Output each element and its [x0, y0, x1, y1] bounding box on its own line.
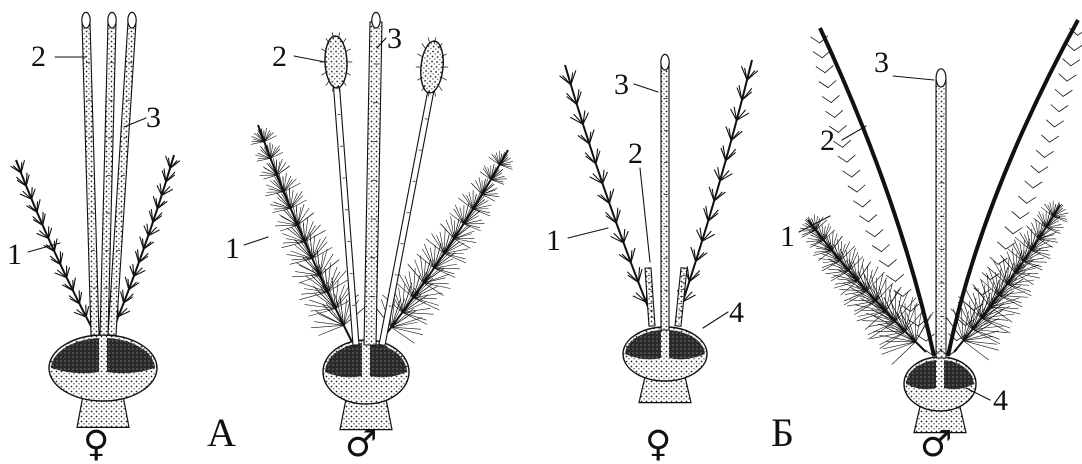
- callout-3-a-female: 3: [146, 101, 161, 134]
- male-symbol-b: ♂: [920, 424, 952, 464]
- antenna-right-a-male: [373, 150, 513, 343]
- palp-right-a-male: [379, 38, 448, 346]
- compound-eye-left: [625, 330, 661, 359]
- compound-eye-right: [107, 338, 155, 373]
- panel-b-male: [799, 20, 1082, 433]
- callout-4-b-female: 4: [729, 296, 744, 329]
- male-symbol-a: ♂: [345, 424, 377, 464]
- callout-2-b-male: 2: [820, 124, 835, 157]
- callout-1-b-female: 1: [546, 224, 561, 257]
- compound-eye-right: [944, 360, 974, 389]
- leader-2-b-male: [842, 126, 866, 140]
- leader-3-b-female: [634, 84, 658, 92]
- callout-3-b-female: 3: [614, 68, 629, 101]
- panel-a-male: [244, 12, 513, 429]
- antenna-left-b-female: [560, 65, 654, 322]
- group-label-b: Б: [771, 410, 794, 455]
- leader-4-b-female: [703, 312, 728, 328]
- antenna-right-b-male: [943, 201, 1068, 360]
- head-a-female: [49, 335, 157, 427]
- leader-1-b-female: [568, 228, 608, 238]
- group-label-a: А: [207, 410, 236, 455]
- callout-1-a-male: 1: [225, 232, 240, 265]
- proboscis-a-male: [364, 12, 382, 345]
- callout-2-b-female: 2: [628, 137, 643, 170]
- palp-left-a-female: [82, 12, 99, 335]
- compound-eye-left: [906, 360, 936, 389]
- callout-2-a-female: 2: [31, 40, 46, 73]
- antenna-right-b-female: [676, 60, 758, 322]
- callout-1-a-female: 1: [7, 238, 22, 271]
- antenna-left-b-male: [800, 215, 933, 365]
- callout-2-a-male: 2: [272, 40, 287, 73]
- callout-3-b-male: 3: [874, 46, 889, 79]
- leader-1-a-male: [244, 237, 268, 245]
- callout-1-b-male: 1: [780, 220, 795, 253]
- callout-4-b-male: 4: [993, 384, 1008, 417]
- proboscis-b-male: [936, 69, 946, 358]
- compound-eye-left: [325, 343, 362, 377]
- panel-a-female: [11, 12, 180, 427]
- head-b-female: [623, 327, 707, 403]
- palp-left-b-female: [645, 268, 655, 326]
- female-symbol-b: ♀: [645, 424, 671, 464]
- leader-2-b-female: [640, 168, 650, 262]
- leader-2-a-male: [294, 56, 325, 62]
- head-a-male: [323, 340, 409, 430]
- proboscis-b-female: [661, 54, 669, 330]
- compound-eye-right: [669, 330, 705, 359]
- callout-3-a-male: 3: [387, 22, 402, 55]
- palp-right-b-male: [940, 20, 1082, 356]
- compound-eye-left: [51, 338, 99, 373]
- leader-3-b-male: [893, 76, 934, 80]
- head-b-male: [904, 357, 976, 433]
- panel-b-female: [560, 54, 758, 402]
- compound-eye-right: [370, 343, 407, 377]
- female-symbol-a: ♀: [83, 424, 109, 464]
